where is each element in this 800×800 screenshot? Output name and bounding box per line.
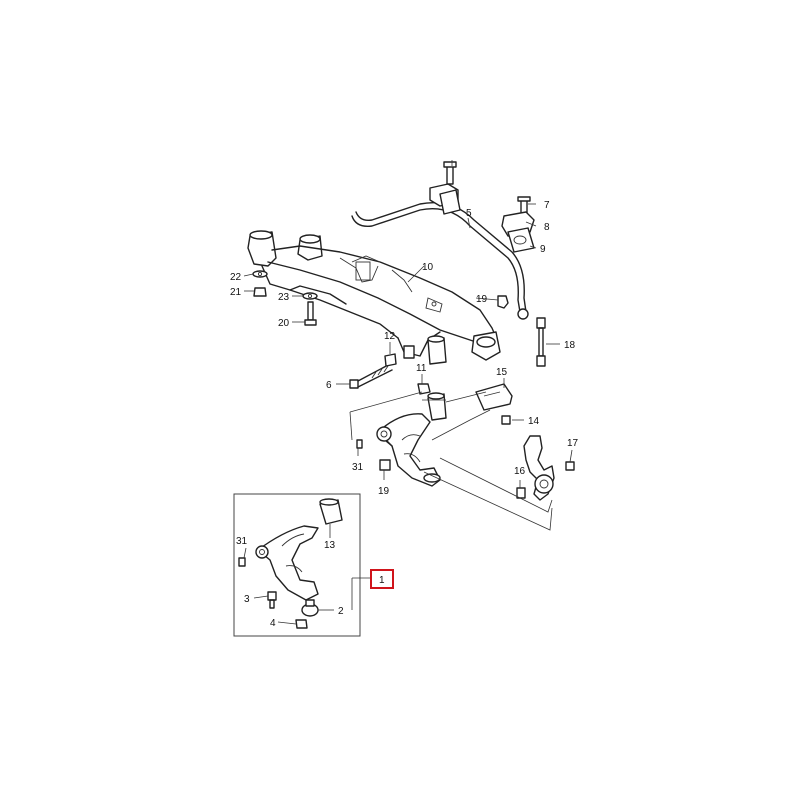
rear-bushing-bracket [475, 383, 513, 425]
label-10: 10 [422, 262, 434, 273]
stabilizer-clamp-right [501, 196, 535, 253]
label-31-inset: 31 [236, 536, 248, 547]
label-11: 11 [416, 363, 427, 374]
label-9: 9 [540, 244, 546, 255]
lower-control-arm-main [376, 392, 447, 487]
inset-control-arm-assembly [233, 493, 361, 637]
label-1: 1 [379, 575, 385, 586]
label-31-main: 31 [352, 462, 364, 473]
label-23: 23 [278, 292, 290, 303]
label-17: 17 [567, 438, 579, 449]
label-4: 4 [270, 618, 276, 629]
label-22: 22 [230, 272, 242, 283]
label-15: 15 [496, 367, 508, 378]
part-number-labels: 5 7 8 9 10 19 18 22 21 23 20 12 6 11 15 … [230, 200, 579, 629]
label-16: 16 [514, 466, 526, 477]
label-19-lower: 19 [378, 486, 390, 497]
stabilizer-link [536, 317, 546, 367]
main-arm-small-hardware [356, 439, 391, 471]
label-14: 14 [528, 416, 540, 427]
steering-knuckle [516, 435, 575, 501]
label-12: 12 [384, 331, 396, 342]
label-6: 6 [326, 380, 332, 391]
label-3: 3 [244, 594, 250, 605]
subframe-crossmember [247, 230, 501, 365]
label-5: 5 [466, 208, 472, 219]
callout-highlight-box [370, 569, 394, 589]
leader-lines [243, 160, 573, 625]
stabilizer-clamp-upper [429, 161, 461, 215]
control-arm-bolt-front [349, 353, 431, 395]
label-19-upper: 19 [476, 294, 488, 305]
label-8: 8 [544, 222, 550, 233]
label-20: 20 [278, 318, 290, 329]
label-13: 13 [324, 540, 336, 551]
label-21: 21 [230, 287, 242, 298]
label-7: 7 [544, 200, 550, 211]
assembly-lines [349, 391, 553, 531]
label-2: 2 [338, 606, 344, 617]
nut-19-upper [497, 295, 509, 309]
label-18: 18 [564, 340, 576, 351]
